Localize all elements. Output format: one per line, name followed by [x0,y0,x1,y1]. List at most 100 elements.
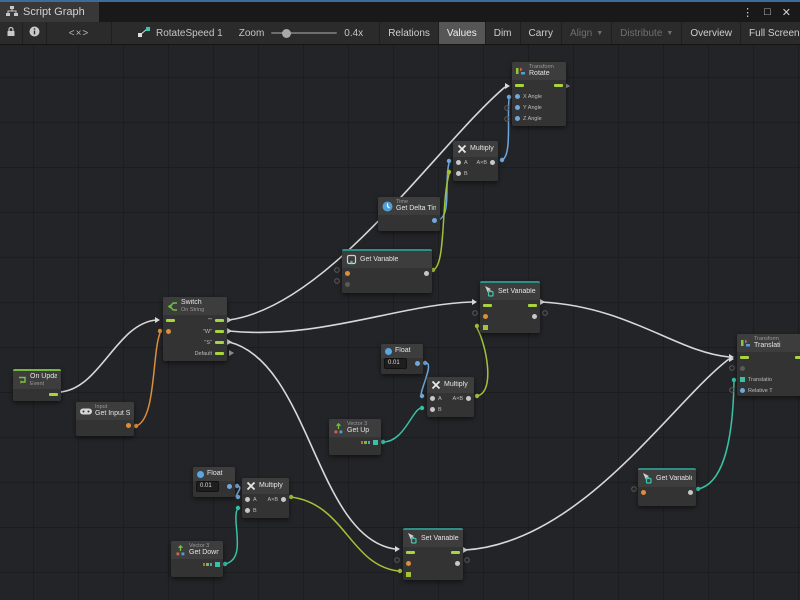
node-get-delta-time[interactable]: TimeGet Delta Time [378,197,440,231]
wire-multiply-1-to-rotate-x[interactable] [502,99,509,160]
tab-script-graph[interactable]: Script Graph [0,2,99,22]
zoom-slider-thumb[interactable] [282,29,291,38]
white-port[interactable] [456,160,461,165]
orange-port[interactable] [345,271,350,276]
white-port[interactable] [430,396,435,401]
flow-port[interactable] [515,84,524,87]
node-set-variable-1[interactable]: Set Variable [480,281,540,333]
node-multiply-3[interactable]: MultiplyAA×BB [242,478,289,518]
toolbar-button-distribute[interactable]: Distribute▼ [611,22,681,44]
graph-name-button[interactable]: RotateSpeed 1 [128,22,233,44]
wire-set-variable-2-to-translate[interactable] [465,359,729,550]
node-on-update[interactable]: On UpdateEvent [13,369,61,401]
white-port[interactable] [456,171,461,176]
zoom-slider[interactable] [271,32,337,34]
flow-port[interactable] [215,330,224,333]
white-port[interactable] [532,314,537,319]
value-input[interactable]: 0.01 [196,481,219,492]
lock-button[interactable] [0,22,23,44]
wire-switch-to-set-variable-1[interactable] [229,302,472,332]
info-button[interactable] [23,22,47,44]
close-icon[interactable]: ✕ [782,6,791,19]
blue-port[interactable] [432,218,437,223]
blue-port[interactable] [515,116,520,121]
blue-port[interactable] [227,484,232,489]
node-vector3-get-down[interactable]: Vector 3Get Down [171,541,223,577]
teal-port[interactable] [215,562,220,567]
graph-canvas[interactable]: On UpdateEventInputGet Input Strin Switch… [0,45,800,600]
blue-port[interactable] [515,105,520,110]
wire-get-variable-2-to-translate[interactable] [698,382,734,489]
flow-port[interactable] [740,356,749,359]
node-multiply-1[interactable]: MultiplyAA×BB [453,141,498,181]
wire-get-down-to-multiply-3-b[interactable] [225,510,237,564]
white-port[interactable] [455,561,460,566]
flow-port[interactable] [795,356,800,359]
orange-port[interactable] [641,490,646,495]
toolbar-button-full-screen[interactable]: Full Screen [740,22,800,44]
wire-on-update-to-switch[interactable] [60,320,156,392]
flow-port[interactable] [451,551,460,554]
node-get-variable-1[interactable]: Get Variable [342,249,432,293]
flow-port[interactable] [215,341,224,344]
white-port[interactable] [688,490,693,495]
tab-title: Script Graph [23,6,85,18]
flow-port[interactable] [215,319,224,322]
node-get-variable-2[interactable]: Get Variable [638,468,696,506]
white-port[interactable] [245,497,250,502]
flow-port[interactable] [554,84,563,87]
gray-port[interactable] [345,282,350,287]
white-port[interactable] [245,508,250,513]
green-port[interactable] [483,325,488,330]
node-switch[interactable]: SwitchOn String"""W""S"Default [163,297,227,361]
toolbar-button-values[interactable]: Values [438,22,485,44]
flow-port[interactable] [528,304,537,307]
node-title: Get Variable [656,475,692,483]
code-view-button[interactable]: <×> [47,22,112,44]
toolbar-button-relations[interactable]: Relations [379,22,438,44]
toolbar-button-dim[interactable]: Dim [485,22,520,44]
wire-set-variable-1-to-translate[interactable] [542,302,729,357]
orange-port[interactable] [126,423,131,428]
blue-port[interactable] [740,388,745,393]
white-port[interactable] [281,497,286,502]
white-port[interactable] [466,396,471,401]
white-port[interactable] [490,160,495,165]
node-translate[interactable]: TransformTranslatiTranslatioRelative T [737,334,800,396]
white-port[interactable] [430,407,435,412]
teal-port[interactable] [373,440,378,445]
node-set-variable-2[interactable]: Set Variable [403,528,463,580]
toolbar-button-align[interactable]: Align▼ [561,22,611,44]
flow-port[interactable] [166,319,175,322]
wire-multiply-2-to-set-variable-1[interactable] [477,328,488,396]
value-input[interactable]: 0.01 [384,358,407,369]
white-port[interactable] [424,271,429,276]
blue-port[interactable] [515,94,520,99]
maximize-icon[interactable]: □ [764,6,771,18]
wire-get-up-to-multiply-2-b[interactable] [383,408,421,442]
flow-port[interactable] [483,304,492,307]
orange-port[interactable] [166,329,171,334]
node-float-2[interactable]: Float0.01 [193,467,235,497]
kebab-menu-icon[interactable]: ⋮ [742,6,753,19]
flow-port[interactable] [49,393,58,396]
flow-port[interactable] [406,551,415,554]
wire-float-2-to-multiply-3-a[interactable] [236,486,240,497]
orange-port[interactable] [483,314,488,319]
node-multiply-2[interactable]: MultiplyAA×BB [427,377,474,417]
teal-port[interactable] [740,377,745,382]
node-get-input-string[interactable]: InputGet Input Strin [76,402,134,436]
toolbar-button-carry[interactable]: Carry [520,22,561,44]
orange-port[interactable] [406,561,411,566]
node-vector3-get-up[interactable]: Vector 3Get Up [329,419,381,455]
blue-port[interactable] [415,361,420,366]
wire-get-input-to-switch[interactable] [136,333,160,426]
flow-port[interactable] [215,352,224,355]
node-title: Get Delta Time [396,205,436,213]
node-float-1[interactable]: Float0.01 [381,344,423,374]
gray-port[interactable] [740,366,745,371]
green-port[interactable] [406,572,411,577]
wire-multiply-3-to-set-variable-2[interactable] [291,497,398,571]
node-rotate[interactable]: TransformRotateX AngleY AngleZ Angle [512,62,566,126]
toolbar-button-overview[interactable]: Overview [681,22,740,44]
